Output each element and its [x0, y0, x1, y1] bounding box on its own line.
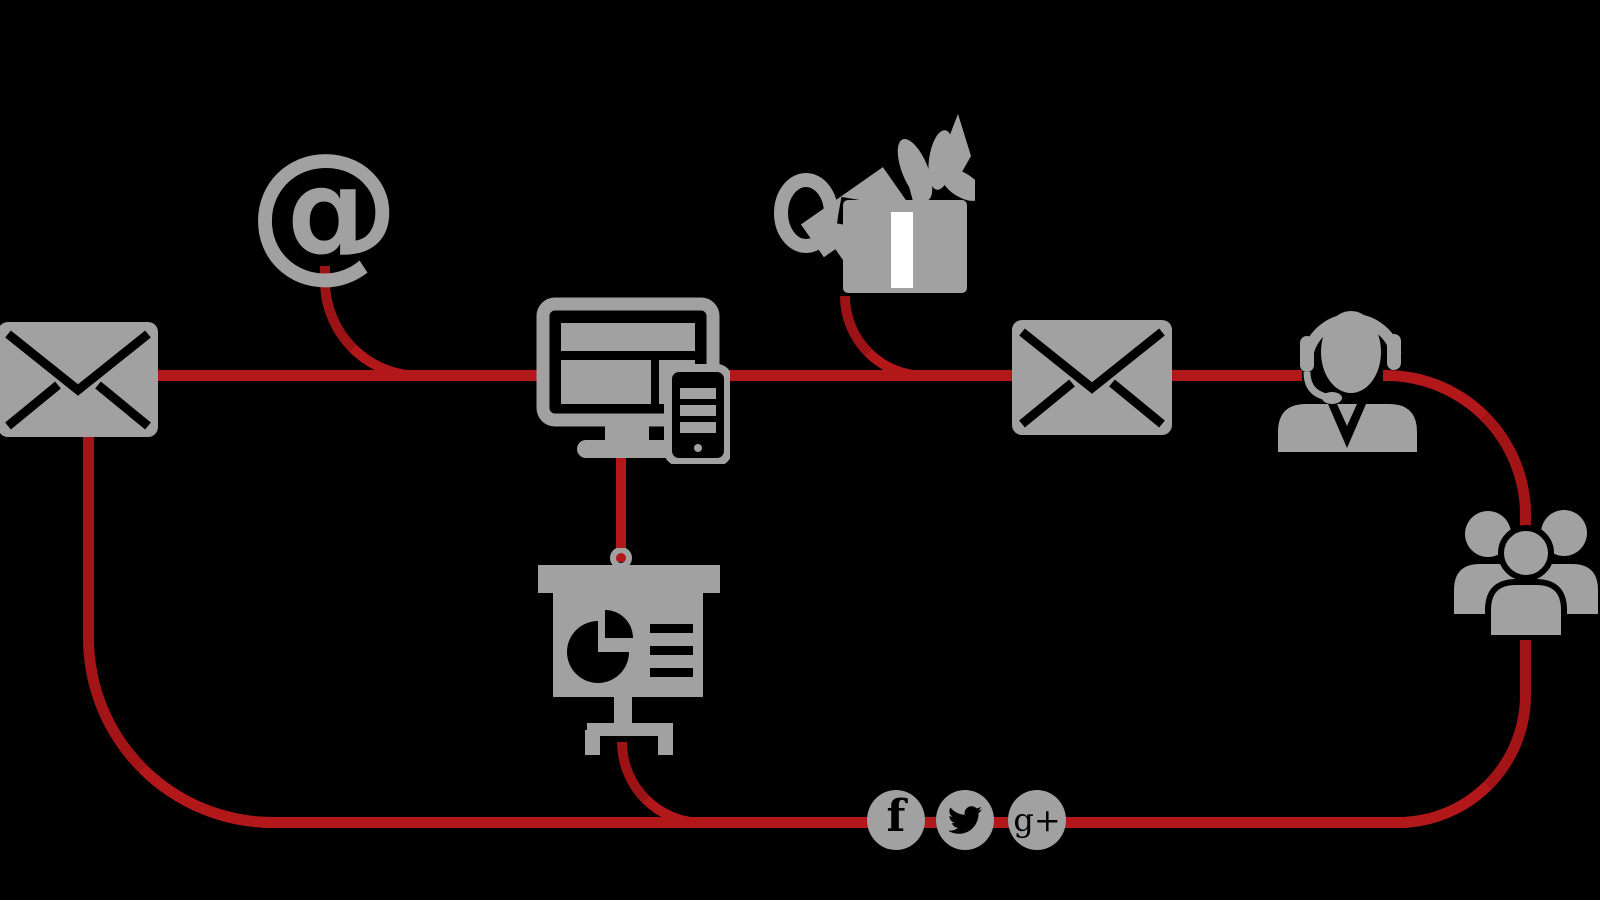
agent-icon-svg [1278, 311, 1417, 452]
envelope-icon [0, 322, 158, 437]
google-plus-icon: g+ [1008, 790, 1066, 850]
envelope-icon-svg [1012, 320, 1172, 435]
connector-left-down-curve [83, 437, 273, 828]
twitter-icon [936, 790, 994, 850]
connector-devices-vertical [616, 450, 626, 562]
google-plus-glyph: g+ [1013, 801, 1061, 839]
facebook-glyph: f [886, 790, 906, 842]
desktop-and-smartphone-icon [535, 296, 732, 466]
envelope-icon [1012, 320, 1172, 435]
gift-icon-svg [774, 114, 983, 293]
twitter-bird-glyph [948, 806, 982, 834]
three-people-icon [1452, 506, 1600, 641]
at-sign-icon: @ [248, 130, 400, 288]
people-icon-svg [1454, 510, 1598, 641]
facebook-icon: f [867, 790, 925, 850]
connector-gift-curve [840, 296, 942, 381]
flipchart-pie-chart-icon [535, 547, 725, 757]
envelope-icon-svg [0, 322, 158, 437]
person-headset-icon [1270, 292, 1425, 452]
devices-icon-svg [536, 297, 732, 466]
presentation-icon-svg [538, 547, 720, 755]
connector-bottom-horizontal [263, 817, 1407, 828]
at-glyph: @ [248, 120, 400, 297]
open-gift-box-icon [765, 108, 983, 300]
